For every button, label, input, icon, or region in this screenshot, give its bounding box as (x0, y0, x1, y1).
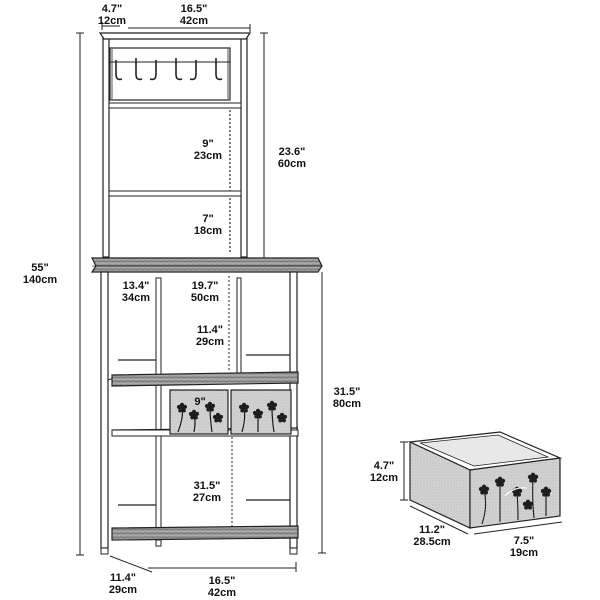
label-drawer-depth: 11.2"28.5cm (413, 524, 451, 548)
drawer-left (169, 389, 229, 435)
bottom-shelf (111, 525, 299, 541)
label-counter-clearance: 11.4"29cm (195, 324, 225, 348)
fabric-drawer-detail (407, 431, 563, 529)
top-shelf (98, 32, 252, 40)
label-upper-height: 23.6"60cm (277, 146, 307, 170)
label-top-depth: 4.7"12cm (97, 3, 127, 27)
label-lower-height: 31.5"80cm (332, 386, 362, 410)
upper-left-post (102, 34, 110, 258)
drawer-right (230, 389, 292, 435)
label-drawer-width: 9" (194, 396, 206, 408)
hook-panel (109, 47, 231, 101)
middle-shelf (111, 371, 299, 387)
bakers-rack (90, 32, 323, 555)
label-drawer-front: 7.5"19cm (509, 535, 539, 559)
label-top-width: 16.5"42cm (179, 3, 209, 27)
lower-inner-left-post (155, 277, 162, 541)
label-base-width: 16.5"42cm (207, 575, 237, 599)
upper-shelf-2 (108, 190, 242, 197)
left-foot (100, 547, 109, 555)
label-mid-gap: 7"18cm (193, 213, 223, 237)
label-drawer-height: 4.7"12cm (369, 460, 399, 484)
s-hooks (115, 58, 223, 81)
counter-top (90, 257, 323, 273)
drawer-flower-print (478, 472, 552, 525)
label-upper-gap: 9"23cm (193, 138, 223, 162)
lower-inner-right-post (236, 277, 242, 374)
label-base-depth: 11.4"29cm (108, 572, 138, 596)
label-total-height: 55"140cm (22, 262, 58, 286)
label-counter-depth: 13.4"34cm (121, 280, 151, 304)
label-counter-width: 19.7"50cm (190, 280, 220, 304)
right-foot (289, 547, 298, 555)
label-bottom-gap: 31.5"27cm (192, 480, 222, 504)
lower-left-post (100, 271, 109, 549)
upper-right-post (240, 34, 248, 258)
dimension-lines (76, 22, 326, 573)
upper-shelf-1 (108, 102, 242, 109)
drawer-dimension-lines (400, 441, 563, 535)
